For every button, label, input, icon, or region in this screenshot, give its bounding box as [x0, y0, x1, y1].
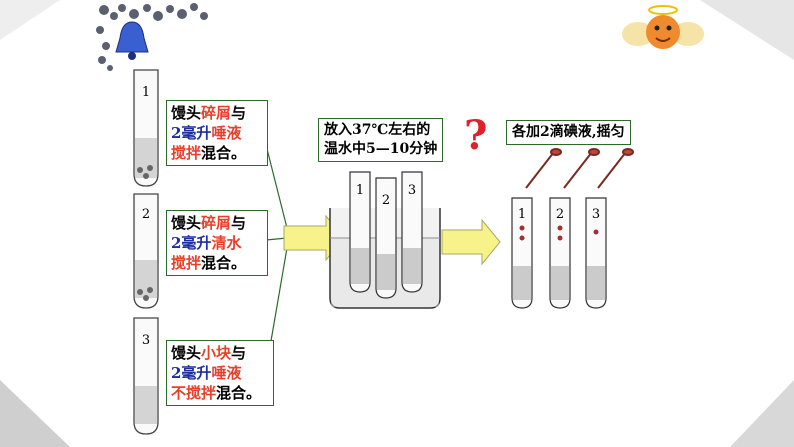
iodine-tube-2-number: 2 [556, 207, 564, 222]
cupid-icon [622, 5, 704, 49]
question-mark: ? [464, 112, 488, 159]
arrow-2 [441, 218, 501, 266]
label-tube-2: 馒头碎屑与 2毫升清水 搅拌混合。 [166, 210, 268, 276]
iodine-callout: 各加2滴碘液,摇匀 [506, 120, 631, 145]
iodine-tubes: 1 2 3 [511, 148, 634, 309]
label-tube-1: 馒头碎屑与 2毫升唾液 搅拌混合。 [166, 100, 268, 166]
tube-1-number: 1 [142, 85, 150, 100]
tube-group-left: 1 2 3 [133, 69, 159, 435]
iodine-tube-1-number: 1 [518, 207, 526, 222]
tube-2-number: 2 [142, 207, 150, 222]
tube-3-number: 3 [142, 333, 150, 348]
beaker-water-bath: 1 2 3 [329, 171, 441, 309]
beaker-tube-1-number: 1 [356, 183, 364, 198]
iodine-tube-3-number: 3 [592, 207, 600, 222]
bell-icon [96, 3, 208, 71]
beaker-tube-3-number: 3 [408, 183, 416, 198]
beaker-tube-2-number: 2 [382, 193, 390, 208]
label-tube-3: 馒头小块与 2毫升唾液 不搅拌混合。 [166, 340, 274, 406]
warm-water-callout: 放入37℃左右的 温水中5—10分钟 [318, 118, 444, 162]
